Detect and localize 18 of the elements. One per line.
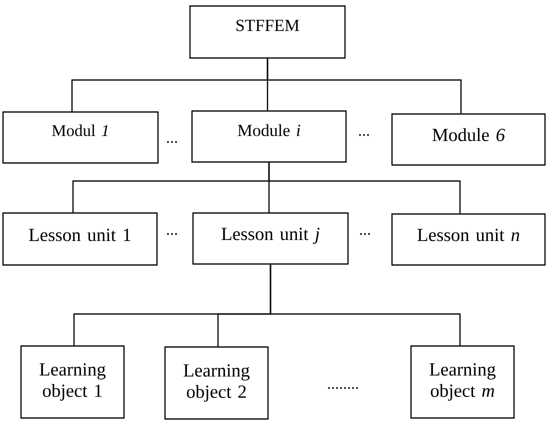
- hierarchy-box: Lesson unit j: [192, 212, 349, 265]
- ellipsis: ...: [359, 134, 369, 136]
- hierarchy-box: Learning object 2: [164, 346, 269, 420]
- connector-line: [268, 162, 461, 214]
- hierarchy-box: Learning object 1: [20, 345, 125, 419]
- ellipsis: ...: [167, 233, 177, 235]
- ellipsis: ...: [167, 141, 177, 143]
- hierarchy-box: Module i: [191, 110, 347, 163]
- hierarchy-box: Learning object m: [410, 345, 515, 419]
- ellipsis: ...: [360, 233, 370, 235]
- hierarchy-box: STFFEM: [189, 5, 346, 59]
- hierarchy-box: Modul 1: [2, 111, 159, 164]
- connector-line: [270, 264, 461, 346]
- hierarchy-box: Lesson unit 1: [2, 212, 158, 266]
- connector-line: [266, 58, 462, 114]
- hierarchy-box: Module 6: [391, 113, 546, 166]
- hierarchy-box: Lesson unit n: [391, 213, 546, 266]
- ellipsis: ........: [328, 387, 358, 389]
